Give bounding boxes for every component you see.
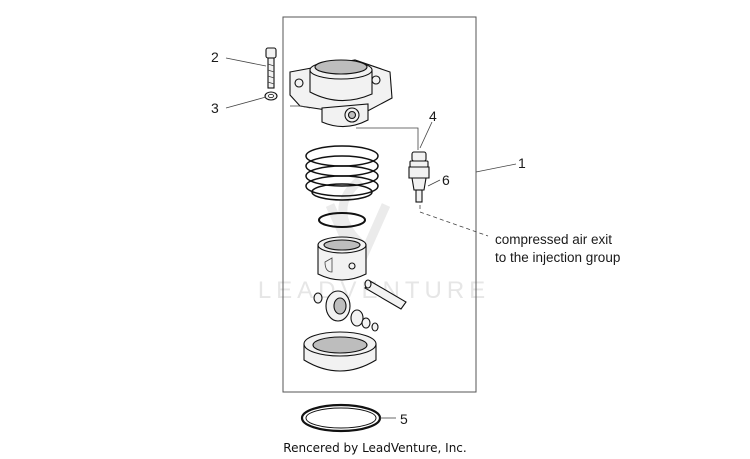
piston [317, 236, 367, 281]
leader-lines [225, 57, 517, 419]
callout-3: 3 [211, 100, 219, 116]
piston-pin [364, 279, 407, 310]
note-line-2: to the injection group [495, 250, 620, 265]
callout-4: 4 [429, 108, 437, 124]
callout-2: 2 [211, 49, 219, 65]
air-valve-fitting [408, 151, 430, 203]
washer [264, 91, 278, 101]
spring [305, 145, 379, 201]
screw [265, 47, 277, 89]
o-ring [300, 403, 382, 433]
callout-6: 6 [442, 172, 450, 188]
bearing-assembly [313, 290, 379, 332]
cylinder-liner [303, 331, 377, 372]
compressor-head [289, 59, 393, 128]
note-line-1: compressed air exit [495, 232, 612, 247]
assembly-frame [282, 16, 477, 393]
render-credit: Rencered by LeadVenture, Inc. [283, 441, 466, 455]
callout-5: 5 [400, 411, 408, 427]
piston-ring [318, 212, 366, 228]
callout-1: 1 [518, 155, 526, 171]
